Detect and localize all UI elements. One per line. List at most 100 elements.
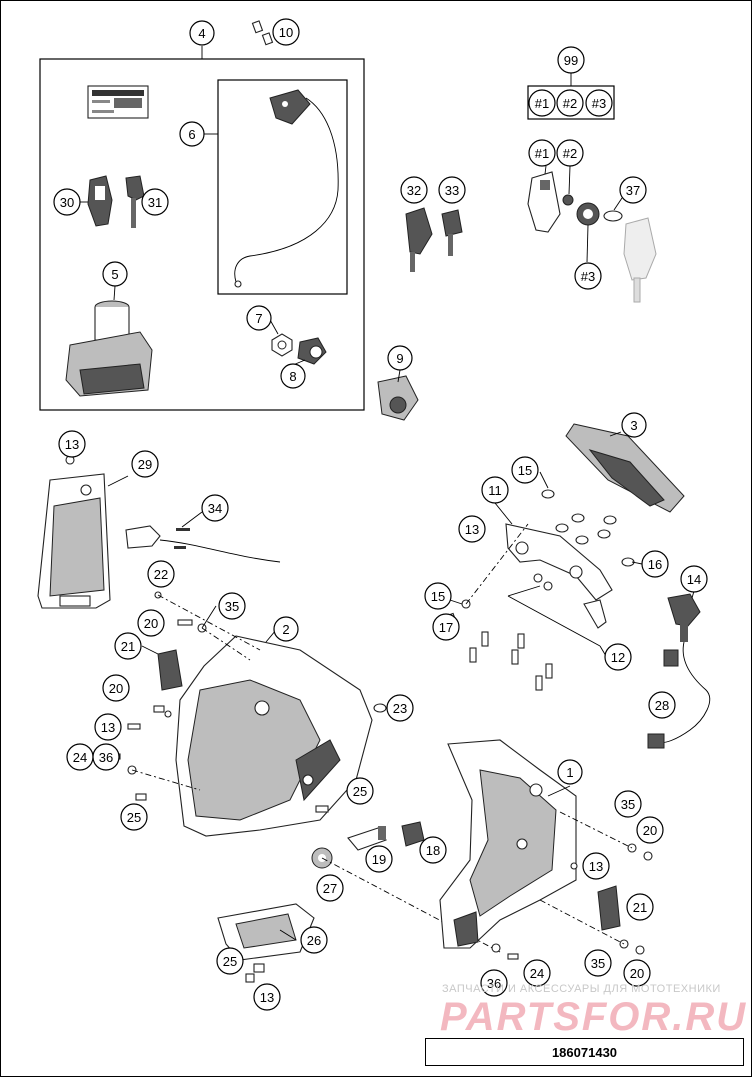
callout-label: 25 xyxy=(127,810,141,825)
callout-35: 35 xyxy=(218,592,246,620)
cover-21-right-part xyxy=(597,885,621,931)
callout-label: 27 xyxy=(323,881,337,896)
callout-32: 32 xyxy=(400,176,428,204)
callout-30: 30 xyxy=(53,188,81,216)
callout-25: 25 xyxy=(216,947,244,975)
callout-label: 36 xyxy=(487,976,501,991)
callout-27: 27 xyxy=(316,874,344,902)
callout-20: 20 xyxy=(623,959,651,987)
callout-h2: #2 xyxy=(556,139,584,167)
callout-label: 21 xyxy=(633,900,647,915)
callout-25: 25 xyxy=(346,777,374,805)
callout-15: 15 xyxy=(511,456,539,484)
callout-label: 26 xyxy=(307,933,321,948)
callout-label: 10 xyxy=(279,25,293,40)
callout-label: 20 xyxy=(109,681,123,696)
callout-1: 1 xyxy=(557,759,583,785)
callout-label: 30 xyxy=(60,195,74,210)
disc-3-part xyxy=(576,202,600,226)
key-shell-1-part xyxy=(527,171,561,233)
callout-11: 11 xyxy=(481,476,509,504)
callout-21: 21 xyxy=(626,893,654,921)
callout-4: 4 xyxy=(189,20,215,46)
dashboard-3-part xyxy=(565,423,685,513)
callout-34: 34 xyxy=(201,494,229,522)
callout-label: 31 xyxy=(148,195,162,210)
callout-label: 13 xyxy=(589,859,603,874)
callout-label: #3 xyxy=(581,269,595,284)
screws-17-part xyxy=(446,599,553,691)
badge-37-part xyxy=(603,210,623,222)
callout-label: 20 xyxy=(630,966,644,981)
callout-label: 25 xyxy=(223,954,237,969)
callout-label: 8 xyxy=(289,369,296,384)
callout-label: 34 xyxy=(208,501,222,516)
callout-label: 37 xyxy=(626,183,640,198)
callout-label: 21 xyxy=(121,639,135,654)
callout-20: 20 xyxy=(636,816,664,844)
callout-10: 10 xyxy=(272,18,300,46)
callout-16: 16 xyxy=(641,550,669,578)
callout-label: #3 xyxy=(592,96,606,111)
callout-label: 20 xyxy=(144,616,158,631)
cable-6-part xyxy=(234,89,339,288)
callout-36: 36 xyxy=(92,743,120,771)
callout-25: 25 xyxy=(120,803,148,831)
callout-label: 33 xyxy=(445,183,459,198)
side-panel-1-part xyxy=(439,739,577,949)
socket-18-part xyxy=(401,821,425,847)
key-fob-30-part xyxy=(87,175,113,227)
callout-3: 3 xyxy=(621,412,647,438)
callout-13: 13 xyxy=(582,852,610,880)
callout-label: 7 xyxy=(255,311,262,326)
key-33-part xyxy=(441,209,463,256)
callout-23: 23 xyxy=(386,694,414,722)
callout-label: 13 xyxy=(101,720,115,735)
callout-label: 23 xyxy=(393,701,407,716)
cover-21-left-part xyxy=(157,649,183,691)
key-ghost-part xyxy=(623,217,657,303)
callout-h3: #3 xyxy=(585,89,613,117)
callout-28: 28 xyxy=(648,691,676,719)
callout-label: 1 xyxy=(566,765,573,780)
callout-label: 13 xyxy=(465,522,479,537)
callout-13: 13 xyxy=(58,430,86,458)
callout-label: 12 xyxy=(611,650,625,665)
bumper-23-part xyxy=(373,703,387,713)
callout-label: 35 xyxy=(225,599,239,614)
callout-33: 33 xyxy=(438,176,466,204)
callout-7: 7 xyxy=(246,305,272,331)
callout-label: 9 xyxy=(396,351,403,366)
callout-label: 24 xyxy=(530,966,544,981)
callout-13: 13 xyxy=(94,713,122,741)
callout-label: 2 xyxy=(282,622,289,637)
callout-36: 36 xyxy=(480,969,508,997)
callout-12: 12 xyxy=(604,643,632,671)
callout-label: 22 xyxy=(154,567,168,582)
callout-24: 24 xyxy=(523,959,551,987)
callout-label: 35 xyxy=(591,956,605,971)
watermark-logo: PARTSFOR.RU xyxy=(440,995,748,1039)
ignition-lock-5-part xyxy=(65,300,153,397)
side-panel-2-part xyxy=(175,635,373,837)
screw-10-part xyxy=(251,20,274,46)
label-sticker-part xyxy=(87,85,149,119)
callout-99: 99 xyxy=(557,46,585,74)
callout-6: 6 xyxy=(179,121,205,147)
right-hardware-part xyxy=(491,843,653,960)
callout-label: 36 xyxy=(99,750,113,765)
callout-label: 15 xyxy=(431,589,445,604)
callout-label: 3 xyxy=(630,418,637,433)
callout-5: 5 xyxy=(102,261,128,287)
callout-label: 4 xyxy=(198,26,205,41)
callout-label: 14 xyxy=(687,572,701,587)
kit-box-6 xyxy=(217,79,348,295)
callout-13: 13 xyxy=(253,983,281,1011)
document-number: 186071430 xyxy=(425,1038,744,1066)
callout-18: 18 xyxy=(419,836,447,864)
callout-31: 31 xyxy=(141,188,169,216)
switch-14-part xyxy=(647,593,711,749)
callout-22: 22 xyxy=(147,560,175,588)
callout-label: 24 xyxy=(73,750,87,765)
plate-26-part xyxy=(217,903,315,983)
